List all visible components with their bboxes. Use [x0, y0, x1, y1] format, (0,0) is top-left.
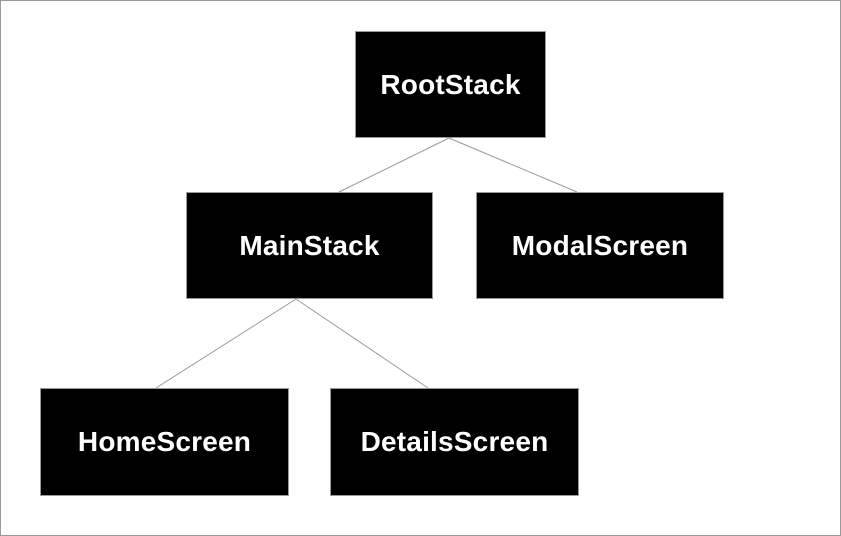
node-detailsscreen-label: DetailsScreen: [360, 426, 549, 457]
node-rootstack-label: RootStack: [380, 68, 521, 100]
node-modalscreen-label: ModalScreen: [511, 229, 689, 261]
node-homescreen-label: HomeScreen: [77, 426, 252, 457]
node-detailsscreen: DetailsScreen: [330, 388, 579, 496]
node-modalscreen: ModalScreen: [476, 192, 724, 299]
node-rootstack: RootStack: [355, 31, 546, 138]
edge-rootstack-mainstack: [338, 137, 450, 193]
edge-mainstack-homescreen: [155, 298, 297, 389]
node-homescreen: HomeScreen: [40, 388, 289, 496]
node-mainstack: MainStack: [186, 192, 433, 299]
node-mainstack-label: MainStack: [239, 229, 380, 261]
edge-rootstack-modalscreen: [448, 137, 578, 193]
edge-mainstack-detailsscreen: [295, 298, 429, 389]
